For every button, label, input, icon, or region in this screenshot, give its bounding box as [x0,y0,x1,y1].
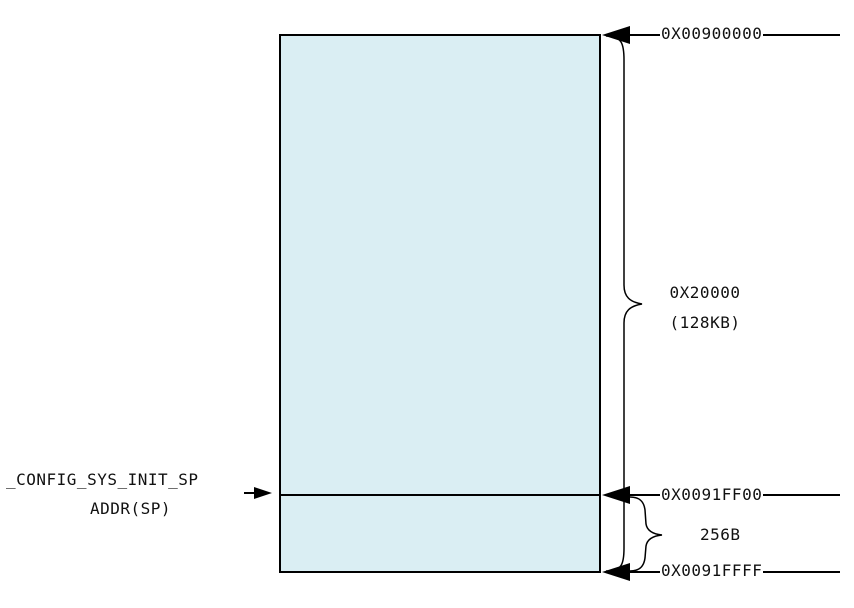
top-address-arrow [602,26,630,44]
region-brace-small [629,496,663,572]
sp-pointer-arrow [254,487,272,499]
region-size-kb-label: (128KB) [669,313,741,332]
memory-block-main [279,34,601,573]
bottom-address-arrow [602,563,630,581]
small-region-size-label: 256B [700,525,741,544]
sp-address-label: 0X0091FF00 [660,485,764,505]
region-brace-large [605,35,643,572]
sp-address-arrow [602,486,630,504]
bottom-address-label: 0X0091FFFF [660,561,764,581]
top-address-label: 0X00900000 [660,24,764,44]
sp-symbol-name: _CONFIG_SYS_INIT_SP [6,470,199,489]
sp-symbol-name-suffix: ADDR(SP) [90,499,172,518]
region-size-label: 0X20000 [669,283,741,302]
